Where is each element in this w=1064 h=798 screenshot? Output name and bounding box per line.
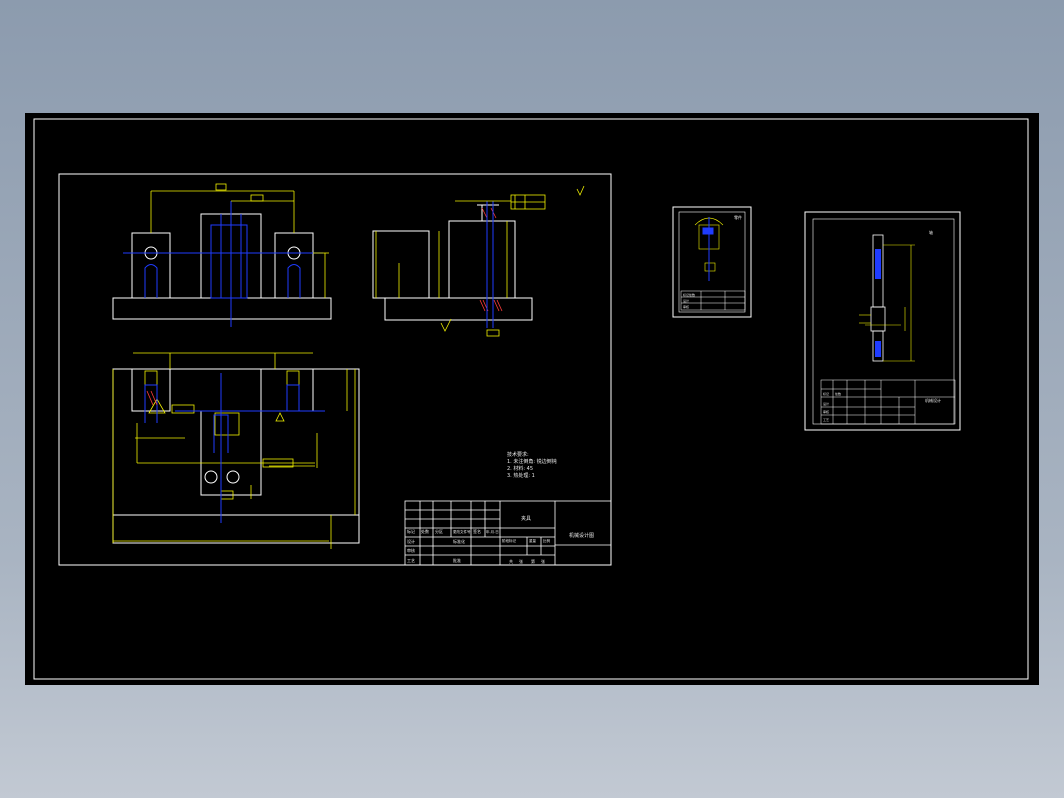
side-view [372,204,533,321]
hole-circle-icon [204,470,218,484]
hole-circle-icon [226,470,240,484]
right-sheet-check: 审核 [823,409,829,414]
title-block-company: 机械设计图 [569,532,594,539]
tb-cell-sheets: 张 [519,558,523,564]
tb-cell-weight: 重量 [529,538,537,543]
notes-line-1: 1. 未注倒角: 锐边倒钝 [507,458,557,465]
notes-line-2: 2. 材料: 45 [507,465,533,472]
small-sheet-count: 处数 [689,292,695,297]
tb-cell-sheet: 张 [541,558,545,564]
tb-cell-sign: 签名 [473,528,481,534]
small-sheet[interactable]: 零件 标记 处数 设计 审核 [672,206,752,318]
notes-line-3: 3. 热处理: 1 [507,472,535,479]
tb-cell-process: 工艺 [407,558,415,563]
model-border [33,118,1029,680]
title-block-drawing-name: 夹具 [521,515,531,522]
side-view-centers [486,201,494,328]
small-sheet-mark: 标记 [683,292,689,297]
top-view-blue [144,373,325,523]
small-sheet-title: 零件 [734,214,742,220]
tb-cell-zone: 分区 [435,528,443,534]
notes-heading: 技术要求: [507,451,529,458]
title-block [404,500,612,566]
small-sheet-check: 审核 [683,304,689,309]
section-hatch [479,207,503,312]
cad-drawing-canvas[interactable]: 技术要求: 1. 未注倒角: 锐边倒钝 2. 材料: 45 3. 热处理: 1 [25,113,1039,685]
tb-cell-stage: 阶段标记 [502,538,516,543]
tb-cell-design: 设计 [407,538,415,544]
small-sheet-design: 设计 [683,298,689,303]
right-sheet[interactable]: 轴 机械设计 标记 处数 设计 审核 工艺 [804,211,961,431]
side-view-dims [375,194,546,337]
section-hatch-2 [146,390,158,406]
right-sheet-process: 工艺 [823,417,829,422]
tb-cell-total: 共 [509,558,513,564]
tb-cell-scale: 比例 [543,538,551,543]
tb-cell-mark: 标记 [407,528,415,534]
tb-cell-no: 第 [531,558,535,564]
tb-cell-standard: 标准化 [453,538,465,544]
tb-cell-check: 审核 [407,547,415,553]
tb-cell-approve: 批准 [453,557,461,563]
tb-cell-count: 处数 [421,528,429,534]
right-sheet-mark: 标记 [823,391,829,396]
front-view-hidden [123,201,323,327]
main-sheet-border [58,173,612,566]
tb-cell-date: 年.月.日 [486,529,499,534]
top-view-holes [204,470,240,484]
right-sheet-title: 轴 [929,229,933,235]
cad-viewport[interactable]: 技术要求: 1. 未注倒角: 锐边倒钝 2. 材料: 45 3. 热处理: 1 [25,113,1039,685]
main-sheet[interactable]: 技术要求: 1. 未注倒角: 锐边倒钝 2. 材料: 45 3. 热处理: 1 [58,173,612,566]
roughness-symbol-icon [440,185,585,332]
technical-notes: 技术要求: 1. 未注倒角: 锐边倒钝 2. 材料: 45 3. 热处理: 1 [507,451,557,479]
right-sheet-company: 机械设计 [925,397,941,403]
front-view-dims [150,183,329,298]
right-sheet-count: 处数 [835,391,841,396]
top-view [112,368,360,544]
top-view-yellow [112,352,356,549]
right-sheet-design: 设计 [823,401,829,406]
tb-cell-change: 更改文件号 [453,529,471,534]
